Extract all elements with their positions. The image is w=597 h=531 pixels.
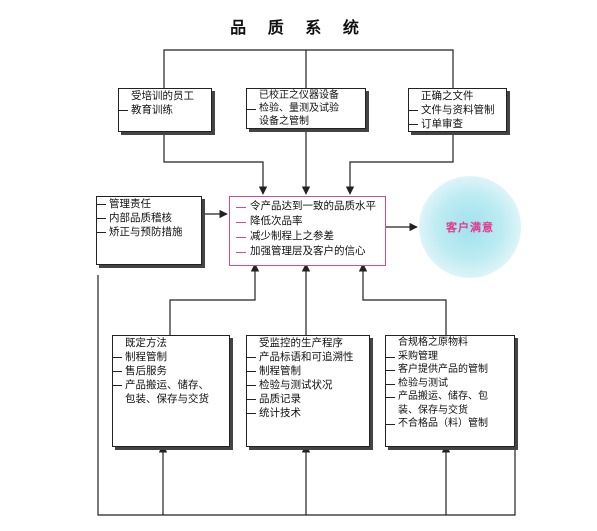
- box-item: 检验与测试: [386, 377, 514, 391]
- box-item: 检验、量测及试验: [247, 102, 365, 115]
- customer-satisfaction-circle: 客户满意: [419, 176, 521, 278]
- box-item: 文件与资料管制: [409, 103, 506, 117]
- box-item: 采购管理: [386, 350, 514, 364]
- box-item: 品质记录: [247, 392, 369, 406]
- box-item-continued: 装、保存与交货: [398, 404, 468, 416]
- connector-top-left: [163, 130, 268, 195]
- box-management: 管理责任 内部品质稽核 矫正与预防措施: [96, 196, 202, 265]
- box-heading: 受培训的员工: [131, 90, 194, 102]
- box-item: 产品标语和可追溯性: [247, 350, 369, 364]
- box-item: 矫正与预防措施: [97, 225, 201, 239]
- box-item: 不合格品（料）管制: [386, 417, 514, 431]
- box-trained-staff: 受培训的员工 教育训练: [118, 88, 212, 132]
- goal-item: 加强管理层及客户的信心: [230, 244, 385, 259]
- box-heading: 已校正之仪器设备: [259, 90, 339, 101]
- box-item: 统计技术: [247, 406, 369, 420]
- box-calibrated-equipment: 已校正之仪器设备 检验、量测及试验 设备之管制: [246, 88, 366, 129]
- connector-bottom-right: [358, 263, 447, 335]
- box-item: 制程管制: [113, 350, 229, 364]
- box-heading: 受监控的生产程序: [259, 337, 343, 349]
- box-correct-documents: 正确之文件 文件与资料管制 订单审查: [408, 88, 507, 132]
- box-item: 产品搬运、储存、: [113, 378, 229, 392]
- box-item: 售后服务: [113, 364, 229, 378]
- box-heading: 既定方法: [125, 337, 167, 349]
- goal-item: 令产品达到一致的品质水平: [230, 199, 385, 214]
- box-item: 教育训练: [119, 103, 211, 117]
- box-item: 检验与测试状况: [247, 378, 369, 392]
- diagram-title: 品 质 系 统: [230, 18, 367, 37]
- goal-item: 降低次品率: [230, 214, 385, 229]
- box-conforming-materials: 合规格之原物料 采购管理 客户提供产品的管制 检验与测试 产品搬运、储存、包 装…: [385, 335, 515, 447]
- top-frame-line: [163, 49, 454, 88]
- center-goals-box: 令产品达到一致的品质水平 降低次品率 减少制程上之参差 加强管理层及客户的信心: [229, 196, 386, 266]
- box-item: 制程管制: [247, 364, 369, 378]
- connector-bottom-left: [169, 263, 260, 335]
- box-monitored-production: 受监控的生产程序 产品标语和可追溯性 制程管制 检验与测试状况 品质记录 统计技…: [246, 335, 370, 447]
- box-item: 产品搬运、储存、包: [386, 390, 514, 404]
- box-heading: 正确之文件: [421, 90, 474, 102]
- box-item-continued: 设备之管制: [259, 116, 309, 127]
- box-item: 内部品质稽核: [97, 211, 201, 225]
- box-item: 管理责任: [97, 197, 201, 211]
- box-heading: 合规格之原物料: [398, 337, 468, 348]
- circle-label: 客户满意: [446, 221, 494, 234]
- goal-item: 减少制程上之参差: [230, 229, 385, 244]
- box-item: 客户提供产品的管制: [386, 363, 514, 377]
- box-established-methods: 既定方法 制程管制 售后服务 产品搬运、储存、 包装、保存与交货: [112, 335, 230, 447]
- connector-top-right: [345, 130, 454, 195]
- box-item-continued: 包装、保存与交货: [125, 393, 209, 405]
- box-item: 订单审查: [409, 117, 506, 131]
